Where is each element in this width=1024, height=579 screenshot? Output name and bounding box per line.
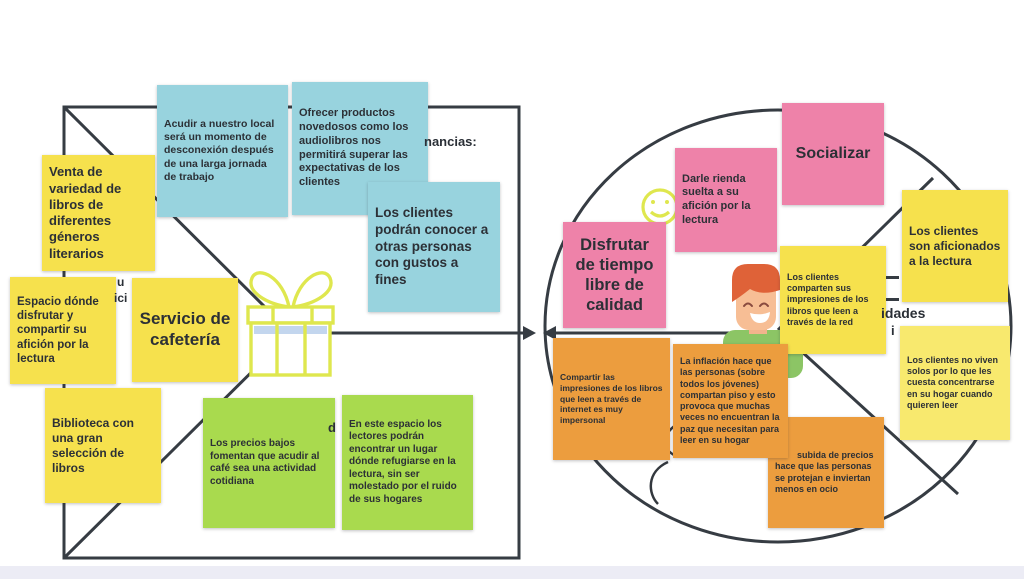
sticky-note-noviven[interactable]: Los clientes no viven solos por lo que l… — [900, 326, 1010, 440]
template-text-fragment-right-partial-1: idades — [881, 305, 926, 321]
sticky-note-text: Darle rienda suelta a su afición por la … — [682, 172, 751, 226]
sticky-note-text: Venta de variedad de libros de diferente… — [49, 164, 122, 261]
sticky-note-text: Disfrutar de tiempo libre de calidad — [575, 235, 654, 315]
sticky-note-servicio[interactable]: Servicio de cafetería — [132, 278, 238, 382]
sticky-note-disfrutar[interactable]: Disfrutar de tiempo libre de calidad — [563, 222, 666, 328]
sticky-note-text: Espacio dónde disfrutar y compartir su a… — [17, 295, 99, 366]
sticky-note-conocer[interactable]: Los clientes podrán conocer a otras pers… — [368, 182, 500, 312]
right-arrow-head — [523, 326, 536, 340]
sticky-note-venta[interactable]: Venta de variedad de libros de diferente… — [42, 155, 155, 271]
circle-outline — [543, 108, 1013, 544]
square-diagonal-top — [62, 105, 293, 335]
sticky-note-text: Socializar — [795, 145, 871, 163]
sticky-note-inflacion[interactable]: La inflación hace que las personas (sobr… — [673, 344, 788, 458]
sticky-note-comparten[interactable]: Los clientes comparten sus impresiones d… — [780, 246, 886, 354]
sticky-note-text: En este espacio los lectores podrán enco… — [349, 418, 457, 505]
gift-icon — [246, 271, 335, 377]
left-arrow-head — [543, 326, 556, 340]
sticky-note-biblioteca[interactable]: Biblioteca con una gran selección de lib… — [45, 388, 161, 503]
sticky-note-text: Biblioteca con una gran selección de lib… — [52, 415, 135, 475]
sticky-note-text: Los clientes no viven solos por lo que l… — [907, 354, 999, 410]
sticky-note-text: subida de precios hace que las personas … — [775, 450, 874, 494]
sticky-note-refugio[interactable]: En este espacio los lectores podrán enco… — [342, 395, 473, 530]
template-text-fragment-right-partial-2: i — [891, 323, 895, 338]
sticky-note-socializar[interactable]: Socializar — [782, 103, 884, 205]
template-text-fragment-left-top-partial: u — [117, 275, 125, 289]
sticky-note-aficionados[interactable]: Los clientes son aficionados a la lectur… — [902, 190, 1008, 302]
sticky-note-text: Ofrecer productos novedosos como los aud… — [299, 107, 409, 188]
sticky-note-rienda[interactable]: Darle rienda suelta a su afición por la … — [675, 148, 777, 252]
bottom-strip — [0, 566, 1024, 579]
sticky-note-acudir[interactable]: Acudir a nuestro local será un momento d… — [157, 85, 288, 217]
sticky-note-text: Acudir a nuestro local será un momento d… — [164, 118, 275, 183]
sticky-note-text: Los clientes son aficionados a la lectur… — [909, 223, 1001, 268]
circle-divider-bottom — [776, 328, 960, 496]
sticky-note-text: Los precios bajos fomentan que acudir al… — [210, 438, 320, 487]
sticky-note-compartir[interactable]: Compartir las impresiones de los libros … — [553, 338, 670, 460]
sticky-note-text: Los clientes podrán conocer a otras pers… — [375, 204, 489, 288]
sticky-note-text: La inflación hace que las personas (sobr… — [680, 356, 780, 445]
sticky-note-espacio[interactable]: Espacio dónde disfrutar y compartir su a… — [10, 277, 116, 384]
list-dashes — [886, 276, 899, 301]
template-text-fragment-gain-creators-partial: nancias: — [424, 134, 477, 149]
template-text-fragment-left-mid-partial: ici — [114, 291, 128, 305]
sticky-note-text: Servicio de cafetería — [139, 309, 231, 349]
template-text-fragment-bottom-left-partial: d — [328, 420, 336, 435]
sticky-note-text: Los clientes comparten sus impresiones d… — [787, 271, 869, 327]
sticky-note-text: Compartir las impresiones de los libros … — [560, 372, 663, 425]
sticky-note-precios[interactable]: Los precios bajos fomentan que acudir al… — [203, 398, 335, 528]
